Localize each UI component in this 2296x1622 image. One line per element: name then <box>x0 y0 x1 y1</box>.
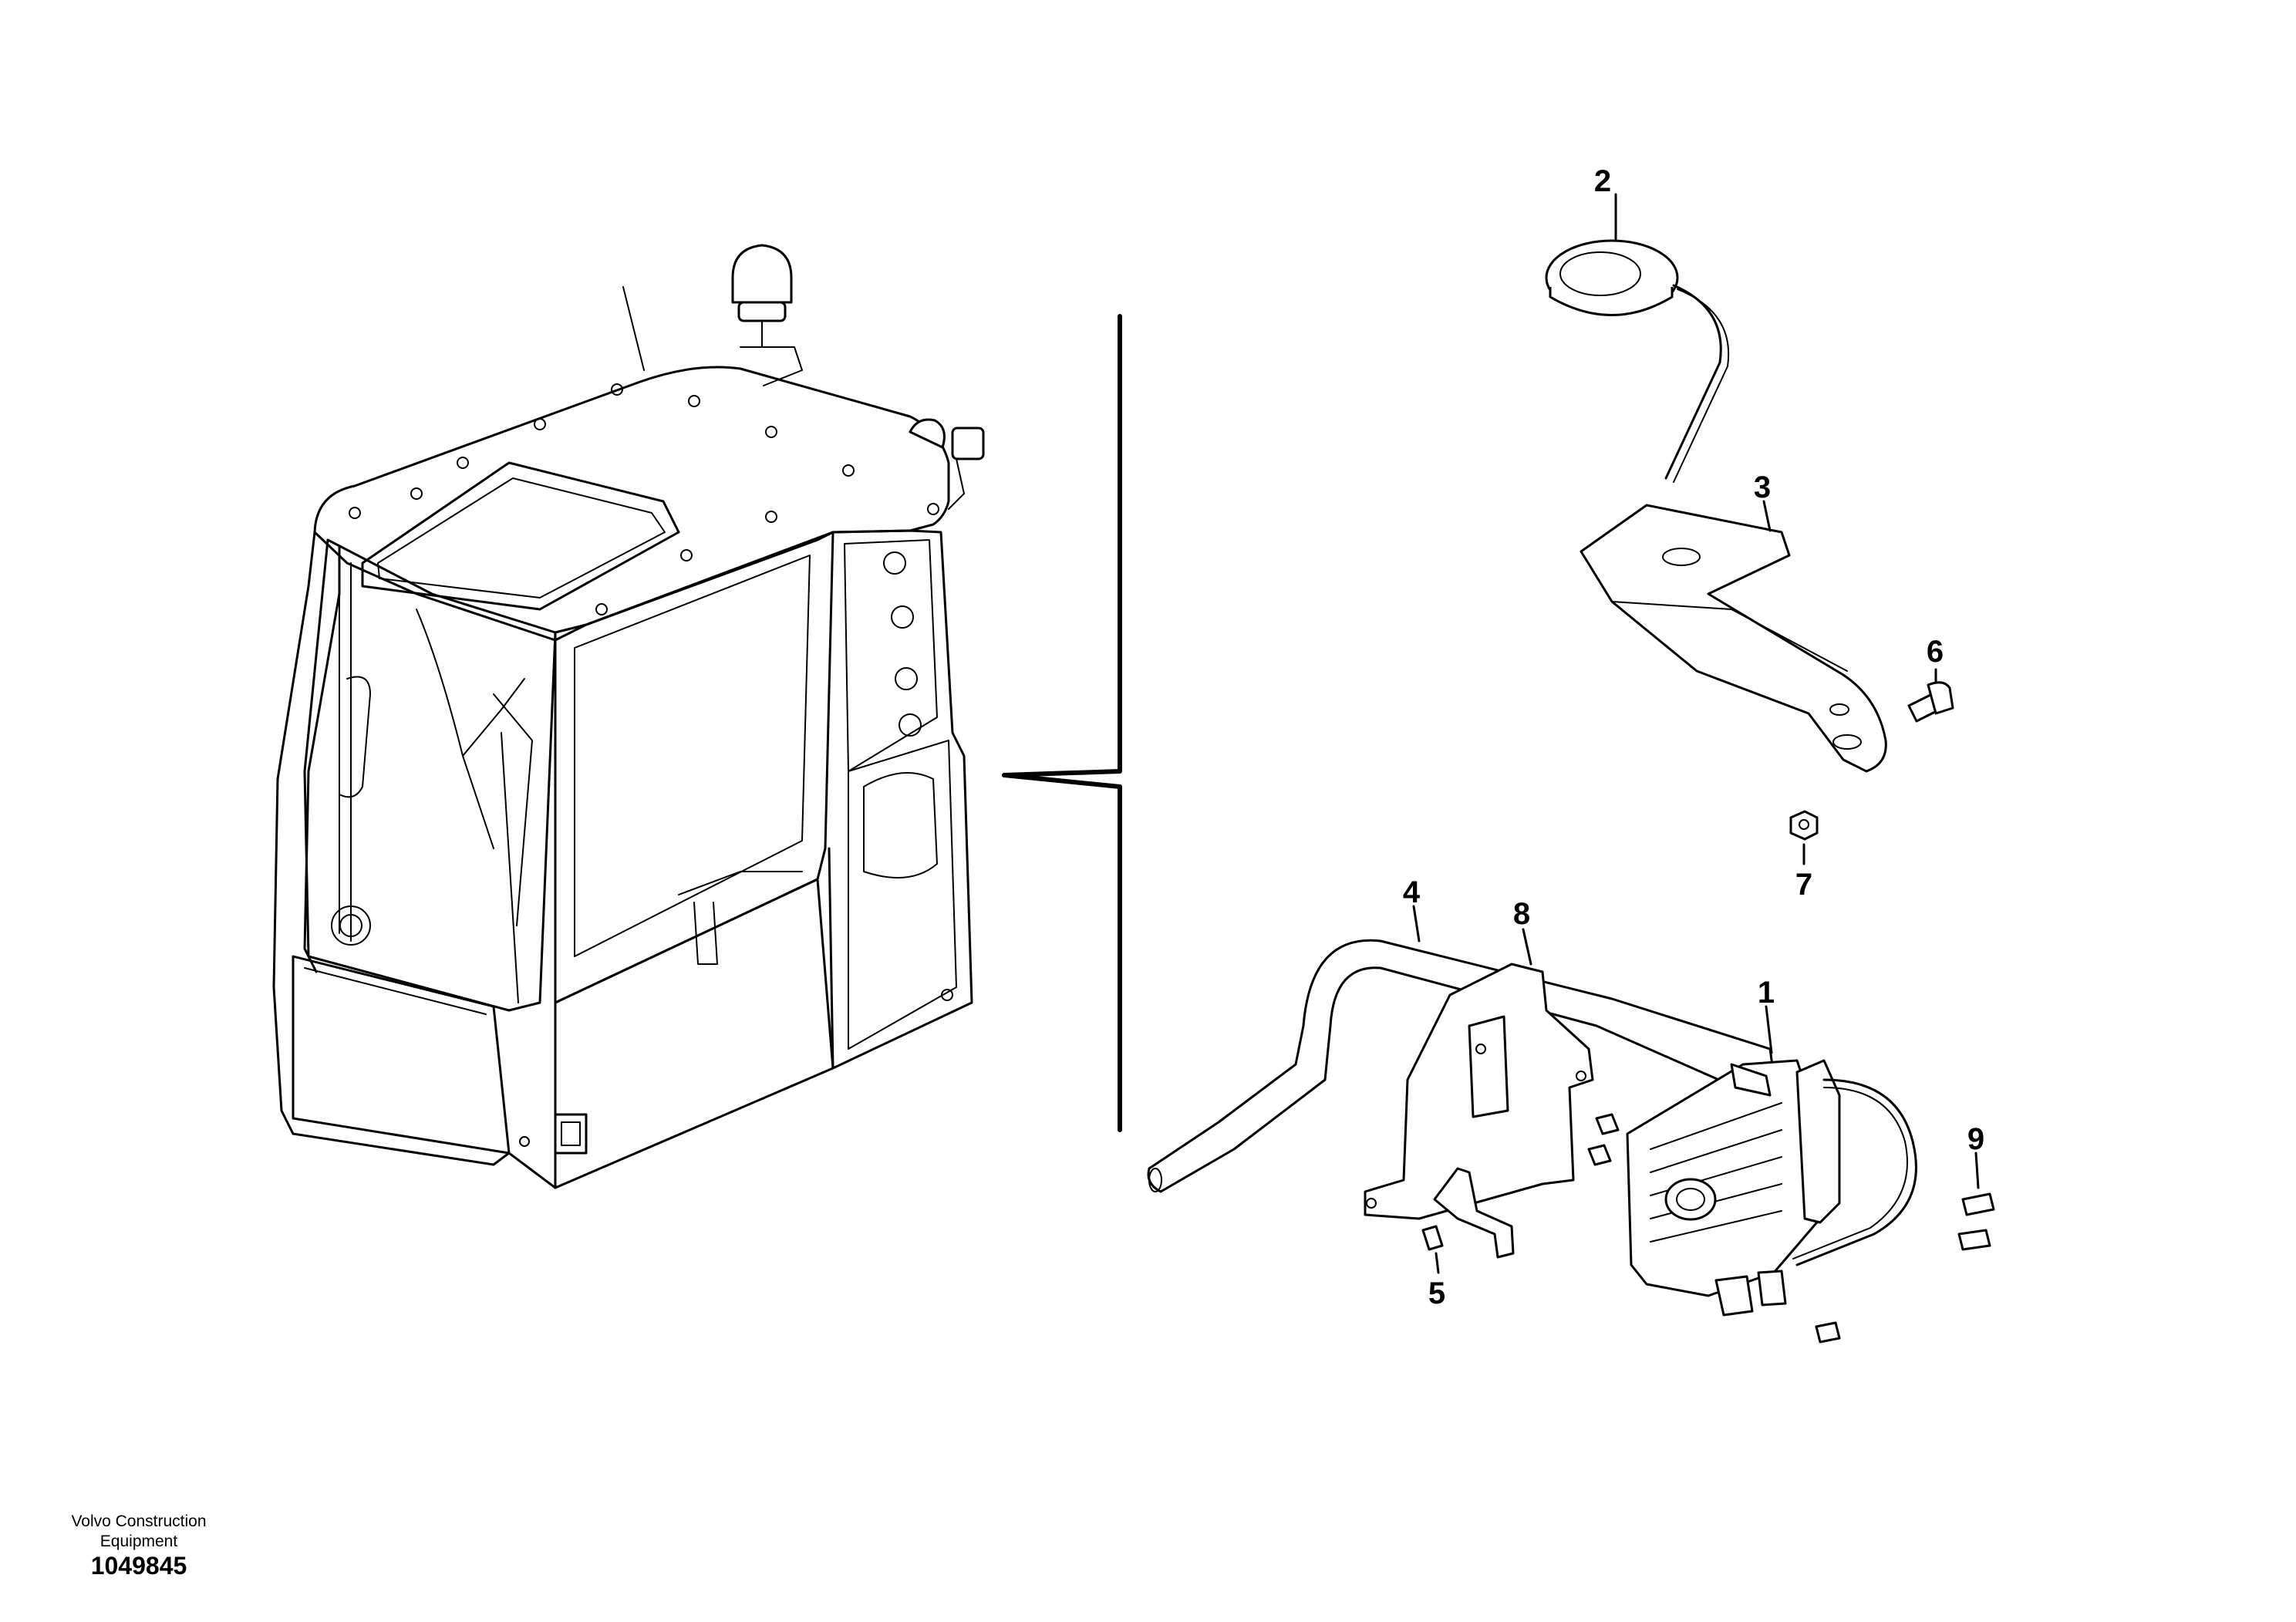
callout-7: 7 <box>1795 868 1812 902</box>
callout-4: 4 <box>1403 875 1421 909</box>
company-line-2: Equipment <box>99 1533 178 1550</box>
part-5-screws <box>1421 1113 1620 1274</box>
callout-9: 9 <box>1967 1122 1984 1156</box>
part-8-plate <box>1364 928 1594 1259</box>
part-4-tube <box>1147 905 1775 1193</box>
company-label: Volvo Construction Equipment <box>46 1512 231 1552</box>
callout-6: 6 <box>1927 635 1944 669</box>
callout-2: 2 <box>1594 164 1611 198</box>
assembly-bracket <box>1002 314 1122 1132</box>
part-3-bracket <box>1580 500 1887 773</box>
part-2-antenna <box>1545 193 1730 483</box>
company-line-1: Volvo Construction <box>71 1512 207 1530</box>
cab-assembly-drawing <box>272 244 985 1189</box>
drawing-number: 1049845 <box>90 1552 187 1580</box>
part-7-nut <box>1789 810 1819 865</box>
part-9-screws <box>1957 1152 1995 1251</box>
part-1-control-unit <box>1626 1005 1917 1344</box>
callout-8: 8 <box>1513 897 1530 931</box>
part-6-screw <box>1907 668 1954 723</box>
callout-3: 3 <box>1754 470 1771 504</box>
callout-5: 5 <box>1428 1276 1445 1310</box>
callout-1: 1 <box>1758 976 1775 1010</box>
